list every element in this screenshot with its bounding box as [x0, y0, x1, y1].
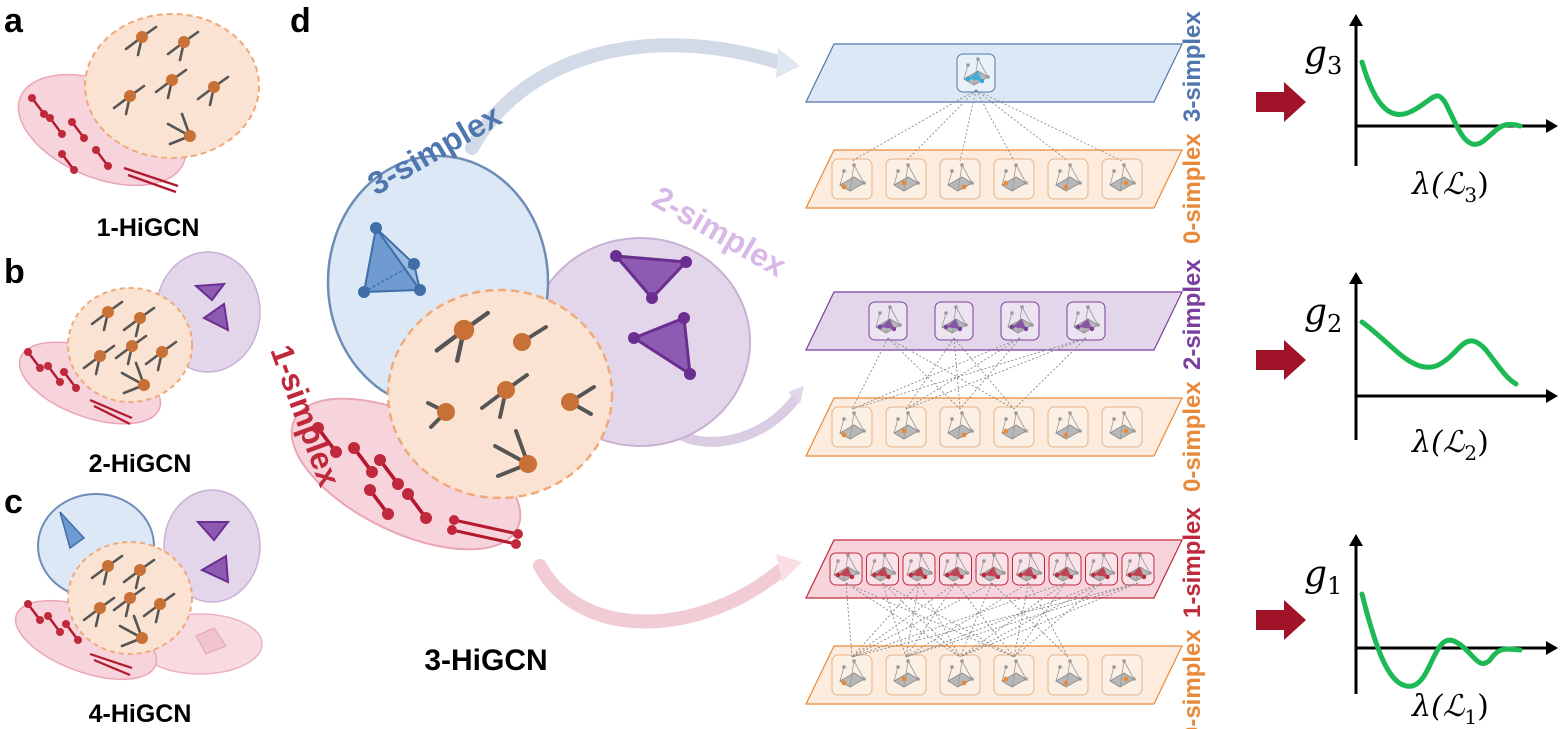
- filter-label: g2: [1304, 292, 1342, 338]
- layer-upper-label: 1-simplex: [1179, 507, 1206, 618]
- panel-d: d: [263, 2, 804, 677]
- panel-c-2-simplex-blob: [163, 489, 261, 603]
- connection-line: [953, 337, 1015, 410]
- connection-line: [959, 337, 1021, 410]
- filter-plot-3: g1 λ(ℒ1): [1304, 534, 1558, 729]
- connection-line: [975, 89, 1123, 162]
- panel-b-letter: b: [4, 253, 25, 291]
- panel-d-caption: 3-HiGCN: [424, 644, 547, 677]
- arrow-to-3-simplex-layer: [465, 38, 785, 155]
- connection-line: [851, 337, 889, 410]
- connection-line: [959, 582, 1102, 658]
- arrow-head-1: [776, 554, 802, 582]
- panel-c: c 4-HiGCN: [4, 483, 263, 728]
- layer-upper-plane: [805, 43, 1183, 103]
- connection-line: [882, 582, 961, 658]
- connection-line: [905, 582, 956, 658]
- eigenvalue-label: λ(ℒ2): [1411, 425, 1489, 465]
- node-stars: [426, 313, 596, 478]
- layer-row-3: 1-simplex 0-simplex: [805, 507, 1306, 729]
- connection-line: [975, 89, 1069, 162]
- layer-lower-label: 0-simplex: [1179, 381, 1206, 492]
- panel-a: a 1-HiGCN: [4, 2, 260, 242]
- layer-row-1: 3-simplex 0-simplex: [805, 11, 1306, 244]
- panel-c-caption: 4-HiGCN: [89, 700, 192, 728]
- connection-line: [851, 582, 1066, 658]
- filter-curve: [1359, 319, 1519, 387]
- eigenvalue-label: λ(ℒ3): [1411, 167, 1489, 207]
- layer-upper-plane: [805, 291, 1183, 351]
- connection-line: [905, 582, 1139, 658]
- panel-a-caption: 1-HiGCN: [97, 214, 200, 242]
- filter-label: g3: [1304, 34, 1342, 80]
- layer-row-2: 2-simplex 0-simplex: [805, 259, 1306, 492]
- connection-line: [1013, 337, 1087, 410]
- connection-line: [905, 337, 1087, 410]
- eigenvalue-label: λ(ℒ1): [1411, 689, 1489, 729]
- connection-line: [905, 89, 977, 162]
- layer-lower-label: 0-simplex: [1179, 133, 1206, 244]
- connection-line: [1013, 582, 1029, 658]
- connection-line: [959, 582, 1139, 658]
- connection-line: [851, 337, 1087, 410]
- arrow-to-1-simplex-layer: [533, 559, 793, 629]
- panel-d-letter: d: [290, 2, 311, 40]
- filter-curve: [1359, 59, 1523, 147]
- connection-line: [887, 337, 961, 410]
- filter-plot-2: g2 λ(ℒ2): [1304, 272, 1558, 465]
- connection-line: [975, 89, 1015, 162]
- connection-line: [882, 582, 907, 658]
- connection-line: [851, 582, 1139, 658]
- filter-arrow: [1256, 600, 1306, 640]
- tetrahedron-glyph: [358, 222, 426, 298]
- arrow-head-2: [788, 386, 804, 404]
- layer-upper-label: 2-simplex: [1179, 259, 1206, 370]
- connection-line: [1013, 582, 1066, 658]
- panel-a-letter: a: [4, 2, 24, 40]
- filter-plots: g3 λ(ℒ3) g2 λ(ℒ2) g1 λ(ℒ1): [1304, 14, 1558, 729]
- filter-arrow: [1256, 82, 1306, 122]
- connection-line: [959, 89, 977, 162]
- filter-plot-1: g3 λ(ℒ3): [1304, 14, 1558, 207]
- connection-line: [959, 582, 1066, 658]
- connection-line: [887, 337, 1015, 410]
- filter-curve: [1359, 591, 1523, 689]
- triangle-glyphs: [610, 250, 696, 380]
- connection-line: [845, 582, 853, 658]
- panel-b-caption: 2-HiGCN: [89, 450, 192, 478]
- filter-arrow: [1256, 340, 1306, 380]
- panel-b: b 2-HiGCN: [4, 251, 261, 478]
- layer-upper-label: 3-simplex: [1179, 11, 1206, 122]
- connection-line: [882, 582, 1015, 658]
- arrow-head-3: [776, 48, 800, 78]
- connection-line: [851, 582, 956, 658]
- layer-stacks: 3-simplex0-simplex2-simplex0-simplex1-si…: [805, 11, 1306, 729]
- connection-line: [1013, 582, 1102, 658]
- panel-c-letter: c: [4, 483, 23, 521]
- connection-line: [905, 582, 1102, 658]
- layer-lower-label: 0-simplex: [1179, 629, 1206, 729]
- connection-line: [851, 582, 920, 658]
- connection-line: [845, 582, 1015, 658]
- connection-line: [905, 582, 920, 658]
- connection-line: [959, 582, 993, 658]
- edge-glyphs: [310, 420, 523, 549]
- connection-line: [845, 582, 961, 658]
- filter-label: g1: [1304, 554, 1342, 600]
